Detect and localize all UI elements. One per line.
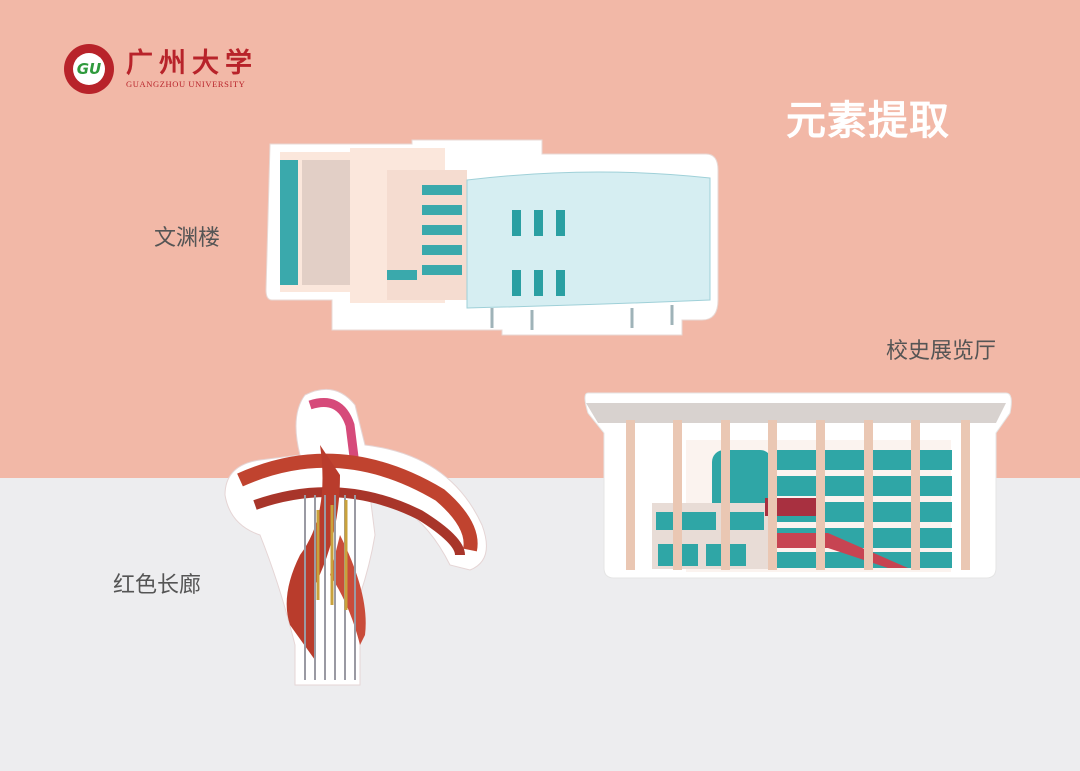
university-logo: GU 广州大学 GUANGZHOU UNIVERSITY [64,44,258,94]
page-title: 元素提取 [786,98,950,144]
label-red-corridor: 红色长廊 [113,573,202,598]
university-seal-icon: GU [64,44,114,94]
wenyuan-building-illustration [265,139,719,336]
label-history-hall: 校史展览厅 [886,339,997,364]
history-hall-illustration [584,392,1012,579]
logo-name-en: GUANGZHOU UNIVERSITY [126,79,246,89]
red-corridor-sculpture-illustration [224,388,487,686]
label-wenyuan: 文渊楼 [154,226,221,251]
logo-name-cn: 广州大学 [126,48,258,79]
